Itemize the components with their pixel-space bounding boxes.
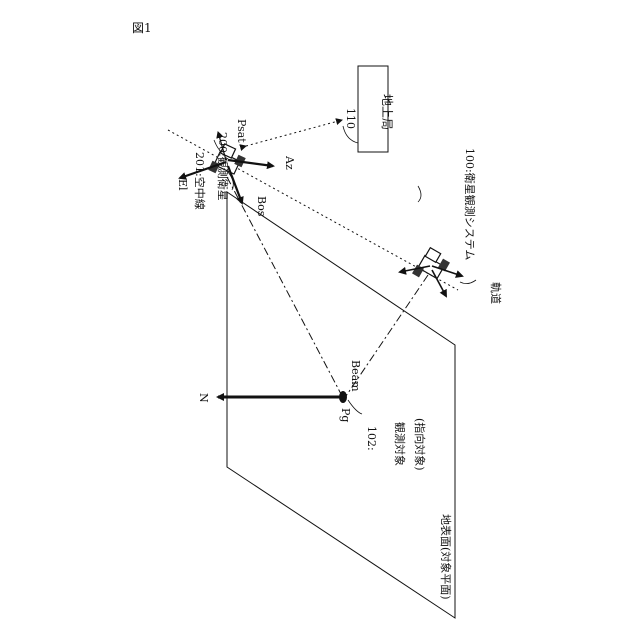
figure-label: 図1: [132, 21, 152, 35]
target-sub-label: (指向対象): [413, 418, 427, 471]
satellite-orbit-icon: [412, 248, 450, 279]
ground-plane-label: 地表面(対象平面): [439, 514, 453, 600]
azimuth-label: Az: [283, 155, 296, 170]
antenna-label: 201:空中線: [193, 152, 207, 210]
target-ref-label: 102:: [365, 426, 378, 451]
ground-station-ref: 110: [344, 108, 357, 129]
ground-plane: [227, 192, 455, 618]
target-name-label: 観測対象: [393, 422, 407, 466]
beam-label: Beam: [349, 360, 362, 392]
orbit-label: 軌道: [489, 282, 503, 304]
satellite-ref-label: 200:観測衛星: [216, 132, 230, 201]
ground-station-label: 地上局: [380, 94, 394, 130]
elevation-label: El: [176, 179, 189, 191]
boresight-label: Bos: [255, 196, 268, 217]
north-label: N: [197, 393, 210, 403]
system-label: 100:衛星観測システム: [463, 148, 477, 260]
sat-position-label: Psat: [235, 119, 248, 143]
ground-station: 地上局: [358, 66, 394, 152]
orbit-ref-leader: [460, 280, 476, 284]
orbit-line: [168, 130, 458, 290]
system-ref-leader: [418, 186, 421, 202]
beam-line-1: [227, 177, 341, 394]
target-point-marker: [339, 391, 347, 403]
target-point-label: Pg: [339, 408, 352, 422]
downlink-line: [246, 120, 342, 146]
